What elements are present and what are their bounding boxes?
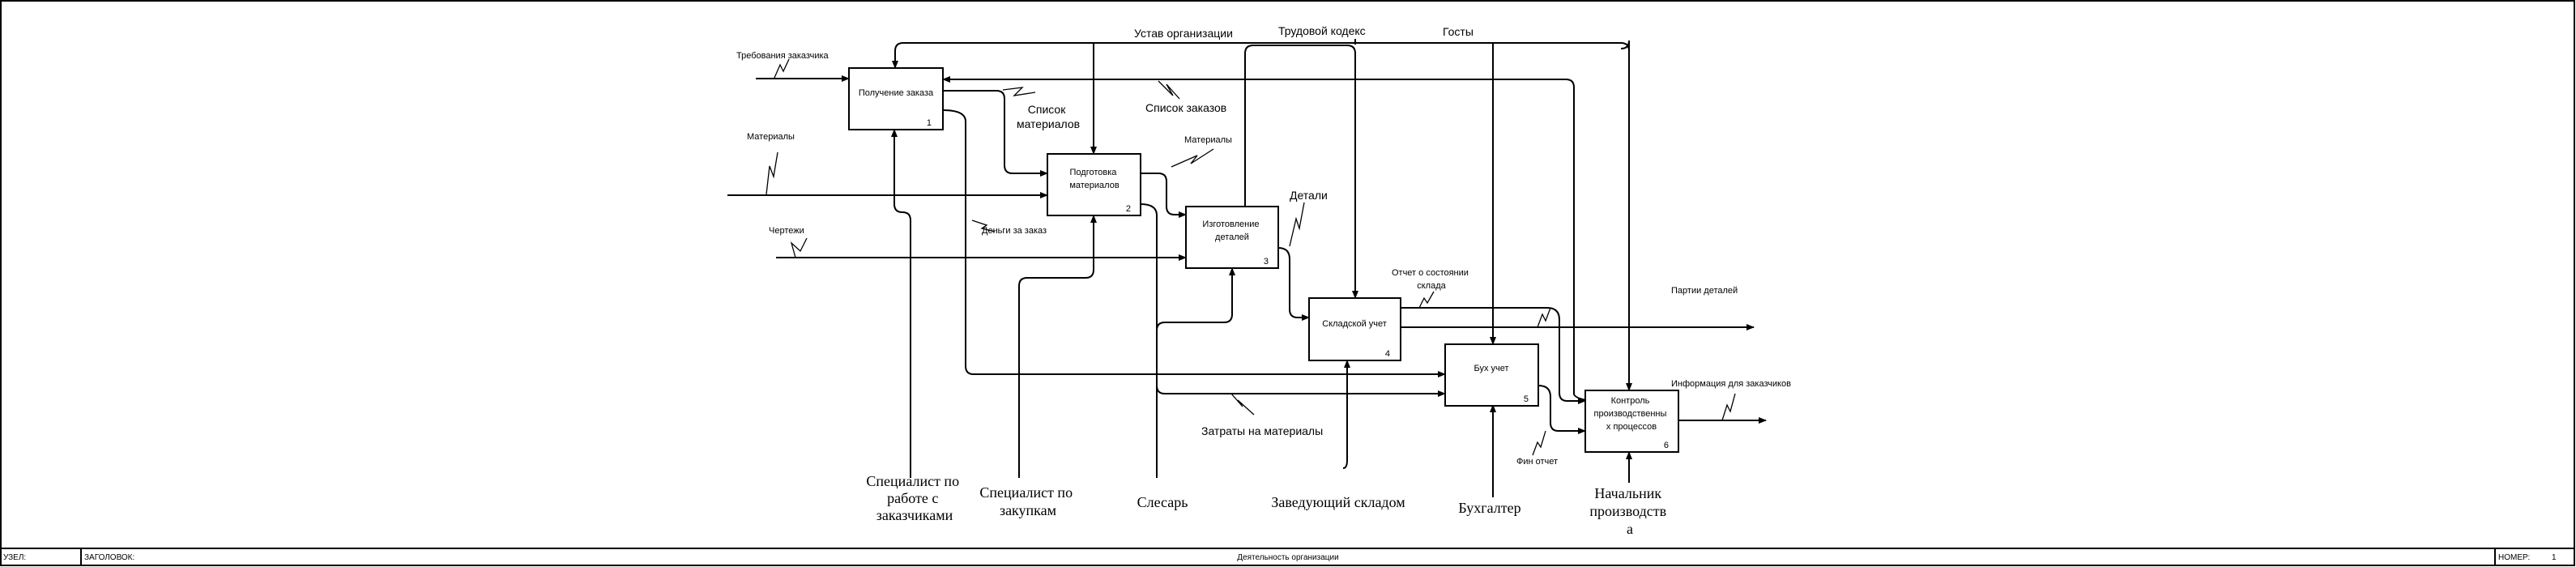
arrow-material-list xyxy=(943,90,1048,177)
activity-label: Складской учет xyxy=(1322,319,1387,329)
arrow-mech-locksmith xyxy=(1156,267,1235,478)
label-materials: Материалы xyxy=(747,132,795,142)
activity-number: 4 xyxy=(1385,349,1390,359)
label-materials-2: Материалы xyxy=(1184,135,1232,145)
label-customer-info: Информация для заказчиков xyxy=(1671,379,1791,389)
node-label: УЗЕЛ: xyxy=(3,553,26,562)
label-mech-customer-specialist: Специалист по работе с заказчиками xyxy=(866,473,962,523)
activity-number: 2 xyxy=(1126,204,1131,214)
activity-box-1[interactable]: Получение заказа 1 xyxy=(848,67,944,130)
activity-box-6[interactable]: Контроль производственны х процессов 6 xyxy=(1584,390,1679,453)
arrow-charter-bus xyxy=(903,42,1630,52)
activity-label: Подготовка материалов xyxy=(1069,168,1120,190)
arrow-charter-box1 xyxy=(892,42,904,69)
arrow-mech-customer-specialist xyxy=(891,129,911,478)
label-material-list: Список материалов xyxy=(1017,103,1080,130)
label-labor-code: Трудовой кодекс xyxy=(1278,24,1366,37)
label-mech-production-head: Начальник производств а xyxy=(1589,485,1670,537)
activity-number: 5 xyxy=(1524,394,1529,404)
activity-box-4[interactable]: Складской учет 4 xyxy=(1308,297,1401,361)
arrow-charter-top xyxy=(1620,40,1632,391)
activity-label: Контроль производственны х процессов xyxy=(1594,396,1670,432)
activity-box-3[interactable]: Изготовление деталей 3 xyxy=(1185,206,1279,269)
arrow-labels: Требования заказчика Материалы Чертежи У… xyxy=(736,24,1791,537)
label-material-costs: Затраты на материалы xyxy=(1201,424,1323,437)
label-warehouse-report: Отчет о состоянии склада xyxy=(1392,268,1471,291)
label-customer-requirements: Требования заказчика xyxy=(736,51,830,61)
label-gosts: Госты xyxy=(1443,25,1474,38)
label-charter: Устав организации xyxy=(1134,27,1233,40)
arrow-mech-procurement xyxy=(1018,215,1097,478)
label-parts: Детали xyxy=(1290,189,1328,202)
label-mech-locksmith: Слесарь xyxy=(1137,494,1188,510)
arrows xyxy=(727,39,1767,497)
activity-label: Получение заказа xyxy=(859,88,934,98)
label-mech-procurement: Специалист по закупкам xyxy=(979,484,1076,518)
arrow-order-money xyxy=(942,109,1446,377)
activity-box-2[interactable]: Подготовка материалов 2 xyxy=(1047,153,1141,216)
title-block: УЗЕЛ: ЗАГОЛОВОК: Деятельность организаци… xyxy=(1,548,2574,565)
activity-number: 3 xyxy=(1264,257,1269,266)
arrow-warehouse-report xyxy=(1401,307,1586,404)
arrow-parts xyxy=(1277,247,1310,321)
label-squiggles xyxy=(766,58,1736,456)
label-fin-report: Фин отчет xyxy=(1516,457,1558,467)
arrow-fin-report xyxy=(1537,385,1586,434)
label-order-money: Деньги за заказ xyxy=(982,226,1047,236)
activity-number: 6 xyxy=(1664,441,1669,450)
number-label: НОМЕР: xyxy=(2498,553,2530,562)
arrow-labor-code-to-box3 xyxy=(1244,45,1358,299)
arrow-mech-warehouse-manager xyxy=(1342,360,1350,469)
title-label: ЗАГОЛОВОК: xyxy=(84,553,134,562)
page-number: 1 xyxy=(2552,553,2557,562)
label-mech-warehouse-manager: Заведующий складом xyxy=(1271,494,1405,510)
label-drawings: Чертежи xyxy=(769,226,804,236)
activity-box-5[interactable]: Бух учет 5 xyxy=(1444,343,1539,407)
label-part-batches: Партии деталей xyxy=(1671,286,1738,296)
activity-boxes: Получение заказа 1 Подготовка материалов… xyxy=(848,67,1679,453)
arrow-materials-to-box3 xyxy=(1141,173,1187,218)
diagram-title: Деятельность организации xyxy=(1237,553,1338,562)
label-order-list: Список заказов xyxy=(1145,101,1226,114)
activity-label: Изготовление деталей xyxy=(1202,220,1261,242)
label-mech-accountant: Бухгалтер xyxy=(1458,500,1520,516)
activity-number: 1 xyxy=(927,118,932,128)
activity-label: Бух учет xyxy=(1474,364,1508,373)
